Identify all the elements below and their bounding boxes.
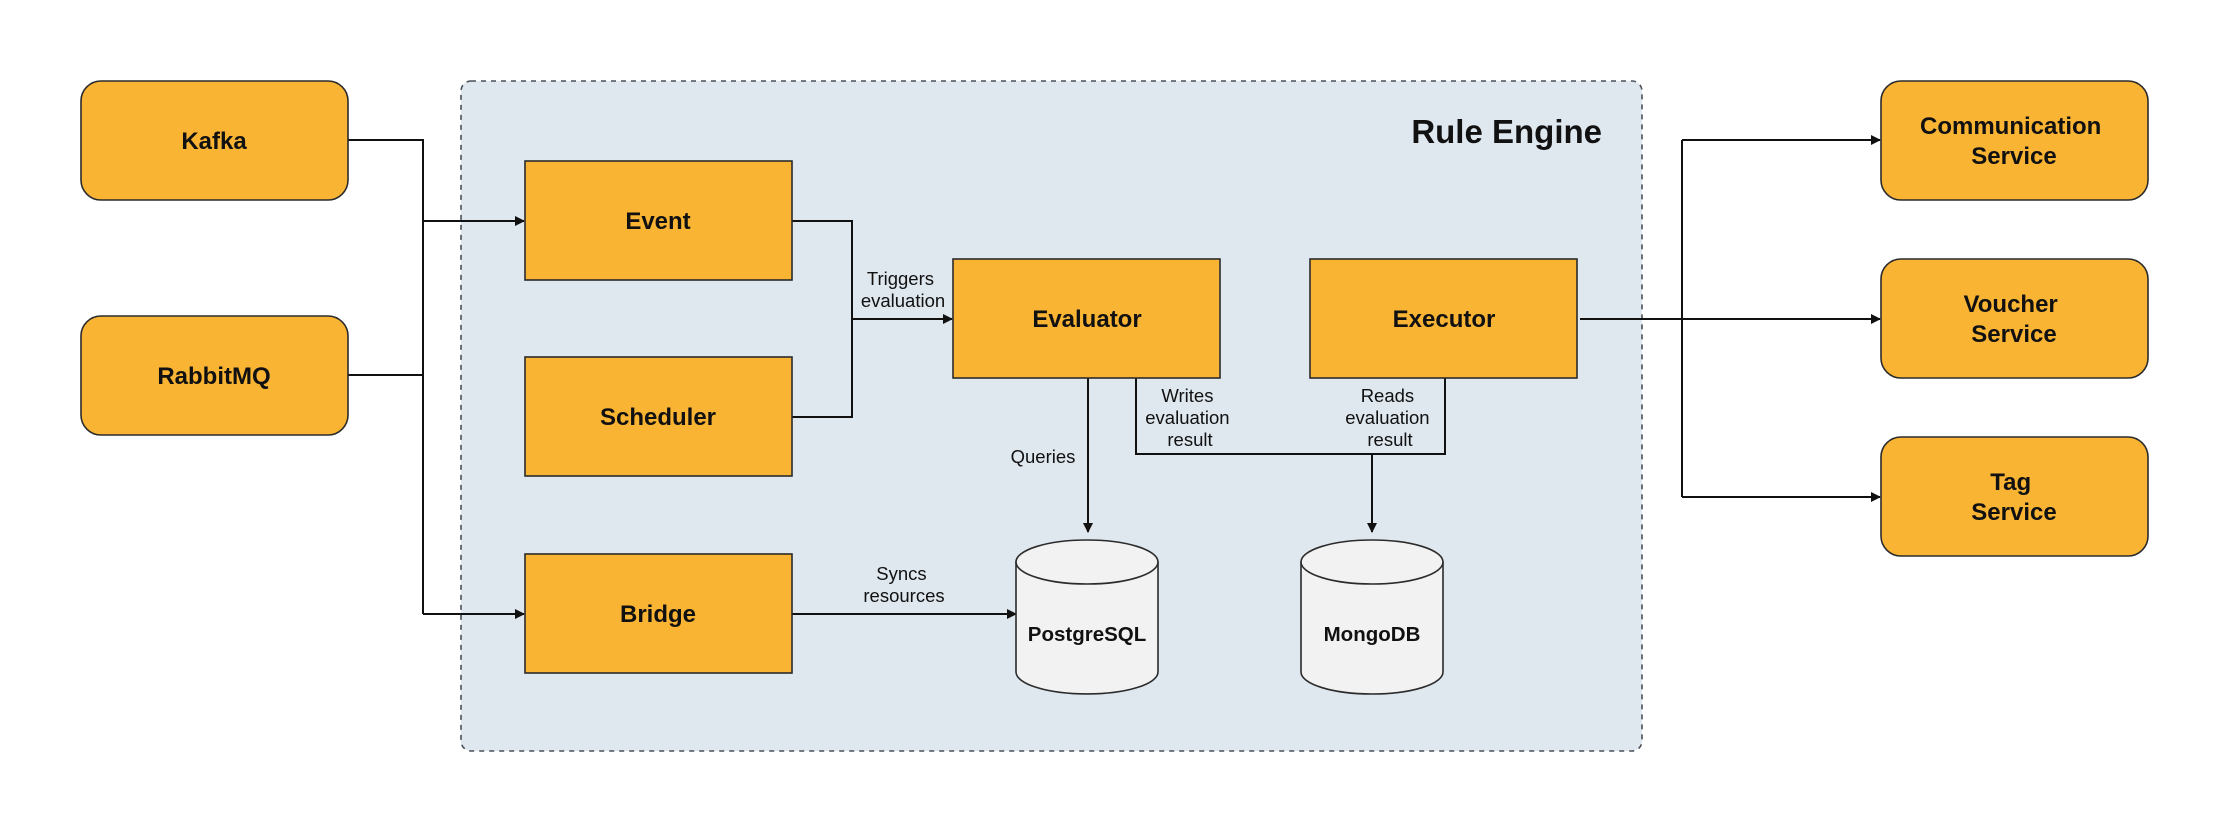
- voucher-service-label: Voucher Service: [1964, 291, 2065, 348]
- mongodb-label: MongoDB: [1324, 623, 1421, 646]
- node-bridge[interactable]: Bridge: [524, 553, 793, 674]
- queries-label: Queries: [1011, 446, 1076, 467]
- node-communication-service[interactable]: Communication Service: [1880, 80, 2149, 201]
- postgresql-cylinder-icon: [1015, 561, 1159, 695]
- tag-service-label: Tag Service: [1971, 469, 2056, 526]
- node-tag-service[interactable]: Tag Service: [1880, 436, 2149, 557]
- database-postgresql[interactable]: PostgreSQL: [1015, 539, 1159, 695]
- edge-kafka-trunk: [348, 139, 424, 614]
- database-mongodb[interactable]: MongoDB: [1300, 539, 1444, 695]
- evaluator-label: Evaluator: [1032, 306, 1141, 333]
- node-kafka[interactable]: Kafka: [80, 80, 349, 201]
- edge-evaluation-result-bus: [1135, 378, 1446, 455]
- mongodb-cylinder-icon: [1300, 561, 1444, 695]
- reads-evaluation-result-label: Reads evaluation result: [1345, 385, 1434, 450]
- writes-evaluation-result-label: Writes evaluation result: [1145, 385, 1234, 450]
- event-label: Event: [625, 208, 690, 235]
- node-rabbitmq[interactable]: RabbitMQ: [80, 315, 349, 436]
- node-executor[interactable]: Executor: [1309, 258, 1578, 379]
- edge-labels: Triggers evaluation Queries Writes evalu…: [861, 268, 1434, 606]
- node-evaluator[interactable]: Evaluator: [952, 258, 1221, 379]
- rabbitmq-label: RabbitMQ: [157, 363, 270, 390]
- syncs-resources-label: Syncs resources: [863, 563, 944, 606]
- kafka-label: Kafka: [181, 128, 247, 155]
- node-scheduler[interactable]: Scheduler: [524, 356, 793, 477]
- executor-label: Executor: [1393, 306, 1496, 333]
- triggers-evaluation-label: Triggers evaluation: [861, 268, 945, 311]
- scheduler-label: Scheduler: [600, 404, 716, 431]
- node-event[interactable]: Event: [524, 160, 793, 281]
- node-voucher-service[interactable]: Voucher Service: [1880, 258, 2149, 379]
- rule-engine-title: Rule Engine: [1411, 113, 1602, 150]
- communication-service-label: Communication Service: [1920, 113, 2108, 170]
- postgresql-label: PostgreSQL: [1028, 623, 1146, 646]
- bridge-label: Bridge: [620, 601, 696, 628]
- edges: [348, 135, 1881, 619]
